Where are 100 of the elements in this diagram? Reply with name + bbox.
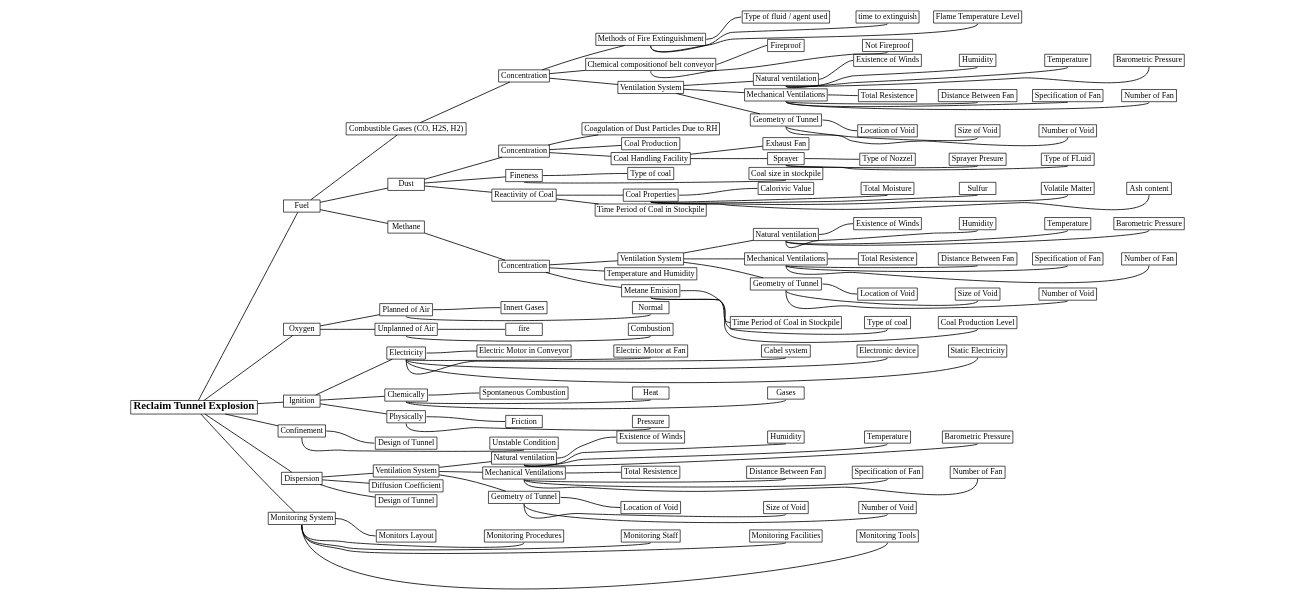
connector [523, 503, 888, 523]
connector [224, 413, 278, 427]
connector [555, 198, 599, 205]
connector [548, 145, 622, 151]
connector [785, 290, 1068, 309]
connector [785, 126, 1068, 147]
connector [547, 134, 599, 146]
connector [548, 152, 611, 157]
connector [649, 23, 978, 53]
connector [405, 357, 888, 370]
connector [785, 265, 1149, 284]
connector [204, 413, 292, 473]
connector [325, 430, 375, 444]
connector [544, 272, 622, 288]
connector [200, 413, 295, 513]
connector [425, 416, 505, 422]
connector [678, 188, 758, 196]
connector [438, 474, 506, 492]
connector [427, 392, 480, 396]
connector [319, 484, 376, 498]
connector [682, 258, 745, 260]
connector [405, 357, 978, 384]
connector [321, 479, 370, 484]
connector [785, 265, 1068, 272]
connector [821, 283, 857, 295]
connector [818, 59, 853, 80]
connector [785, 164, 1068, 171]
connector [197, 211, 298, 401]
connector [548, 260, 618, 266]
connector [649, 194, 1149, 211]
connector [405, 335, 651, 342]
connector [556, 436, 617, 459]
connector [423, 185, 492, 193]
connector [523, 478, 978, 496]
connector [405, 399, 786, 410]
connector [425, 350, 477, 354]
connector [705, 16, 742, 40]
connector [321, 472, 373, 478]
connector [334, 517, 376, 537]
connector [785, 290, 978, 306]
connector [649, 194, 978, 204]
connector [821, 119, 857, 132]
connector [314, 358, 393, 396]
connector [319, 328, 375, 330]
connector [405, 314, 651, 322]
connector [541, 45, 625, 71]
connector [785, 66, 1149, 87]
connector [785, 101, 978, 105]
connector [319, 314, 380, 327]
connector [682, 80, 754, 86]
connector [785, 101, 1149, 110]
connector [785, 66, 1068, 88]
connector [803, 158, 859, 160]
connector [548, 69, 586, 75]
connector [785, 230, 1149, 246]
connector [785, 126, 978, 142]
connector [256, 401, 284, 405]
connector [523, 443, 888, 467]
connector [203, 335, 293, 401]
connector [438, 461, 492, 468]
connector [300, 437, 524, 452]
connector [419, 81, 510, 124]
connector [689, 145, 763, 155]
connector [319, 187, 388, 203]
connector [319, 209, 388, 224]
connector [405, 399, 651, 404]
connector [542, 173, 627, 176]
connector [523, 443, 978, 467]
connector [309, 134, 398, 201]
connector [649, 297, 978, 343]
connector [523, 478, 786, 483]
connector [432, 307, 501, 311]
connector [405, 423, 651, 432]
connector [423, 156, 502, 180]
connector [319, 403, 387, 415]
connector [548, 267, 605, 272]
connector [682, 88, 745, 94]
connector [818, 223, 853, 235]
connector [785, 230, 978, 249]
connector [827, 94, 858, 96]
connector [423, 232, 505, 261]
connector [565, 471, 621, 474]
connector [715, 45, 767, 65]
connector [682, 261, 764, 279]
connector [319, 395, 385, 401]
connector [689, 158, 768, 159]
connector [649, 194, 888, 203]
connector [785, 101, 1068, 107]
connector [675, 93, 760, 115]
connector [437, 328, 505, 330]
node-box: Reclaim Tunnel Explosion [129, 400, 258, 415]
connector [679, 290, 731, 323]
connector [682, 239, 754, 254]
connector [559, 496, 621, 508]
connector [649, 51, 888, 79]
connector [300, 524, 888, 590]
connector [438, 471, 483, 473]
connector [523, 478, 888, 488]
connector [523, 179, 786, 184]
connector [555, 194, 623, 196]
